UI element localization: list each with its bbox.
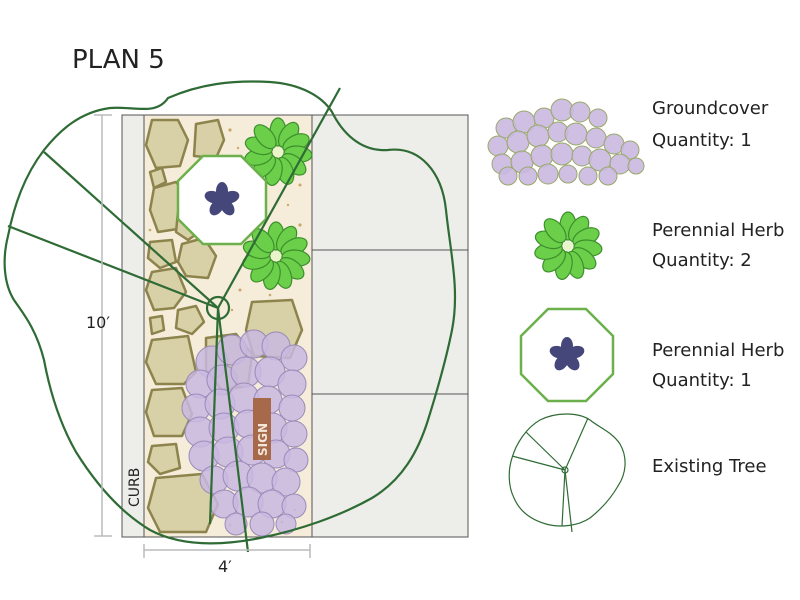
legend-perennial-herb-octagon-quantity: Quantity: 1 — [652, 370, 752, 391]
groundcover-icon — [487, 98, 645, 186]
legend-perennial-herb-green-quantity: Quantity: 2 — [652, 250, 752, 271]
legend-existing-tree-name: Existing Tree — [652, 456, 767, 477]
width-label: 4′ — [218, 557, 232, 576]
perennial-herb-green-icon — [534, 211, 603, 280]
height-label: 10′ — [86, 313, 110, 332]
existing-tree-canopy — [3, 80, 457, 553]
legend-perennial-herb-octagon-name: Perennial Herb — [652, 340, 784, 361]
curb-label: CURB — [127, 468, 143, 507]
legend-groundcover-quantity: Quantity: 1 — [652, 130, 752, 151]
sign-label: SIGN — [256, 423, 270, 456]
perennial-herb-green-middle — [242, 221, 311, 290]
height-dimension — [94, 114, 112, 537]
perennial-herb-green-top — [244, 117, 313, 186]
perennial-herb-octagon-icon — [519, 307, 615, 403]
legend-groundcover-name: Groundcover — [652, 98, 769, 119]
legend: Groundcover Quantity: 1 Perennial Herb Q… — [487, 98, 784, 533]
plan-title: PLAN 5 — [72, 45, 165, 75]
sidewalk — [311, 114, 469, 538]
existing-tree-icon — [508, 413, 626, 533]
width-dimension — [143, 544, 311, 558]
legend-perennial-herb-green-name: Perennial Herb — [652, 220, 784, 241]
sign — [253, 398, 271, 460]
perennial-herb-octagon — [176, 154, 268, 246]
